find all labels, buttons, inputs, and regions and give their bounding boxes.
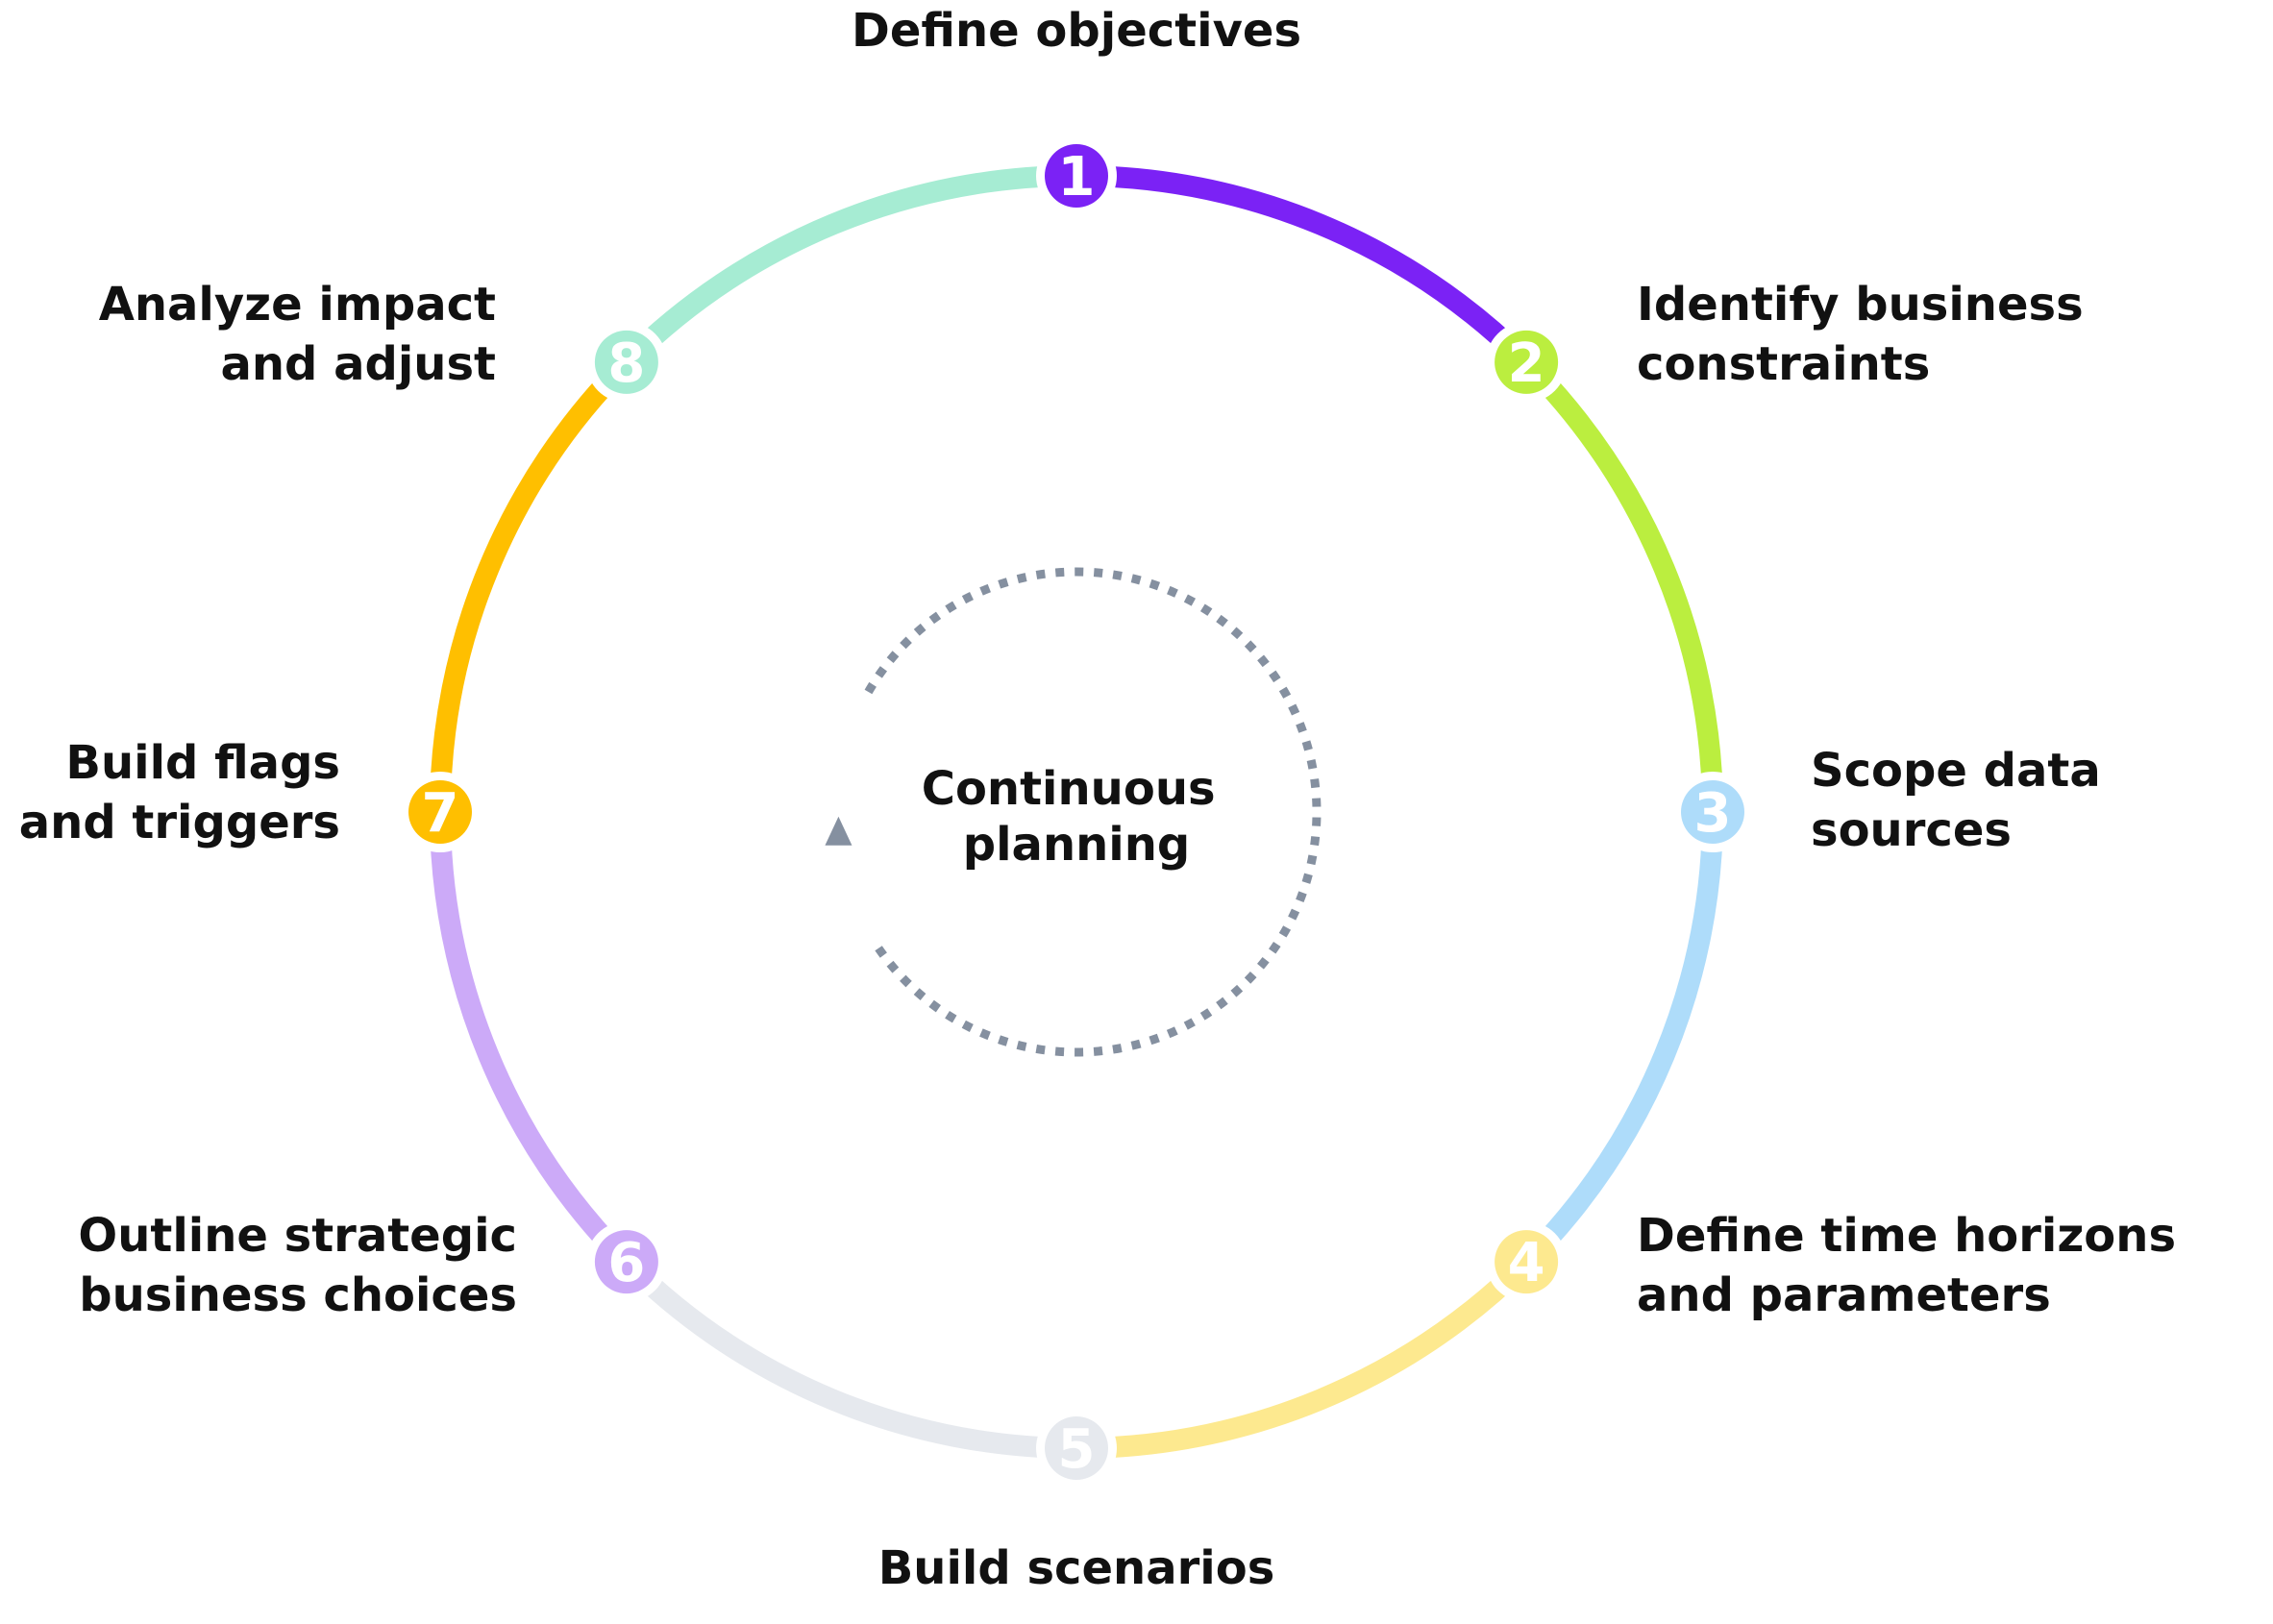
step-number: 2 — [1508, 332, 1545, 395]
cycle-arc-5 — [619, 1254, 1077, 1459]
step-number: 6 — [607, 1232, 645, 1294]
cycle-arc-8 — [619, 165, 1077, 370]
cycle-arc-3 — [1519, 811, 1723, 1269]
step-marker-circle — [408, 780, 472, 844]
step-marker-circle — [1045, 1416, 1108, 1480]
center-label-line-2: planning — [963, 818, 1191, 872]
step-marker-circle — [1045, 144, 1108, 208]
step-label-line: Build flags — [65, 736, 340, 790]
step-label-7: Build flags and triggers — [19, 736, 340, 849]
step-marker-6: 6 — [585, 1221, 667, 1303]
center-label-line-1: Continuous — [922, 762, 1216, 816]
step-label-line: constraints — [1637, 337, 1930, 391]
step-label-line: business choices — [79, 1268, 517, 1322]
cycle-dotted-arc — [864, 567, 1322, 1057]
step-label-line: sources — [1811, 803, 2012, 857]
step-label-line: Define time horizons — [1637, 1209, 2176, 1263]
step-marker-4: 4 — [1486, 1221, 1568, 1303]
step-marker-1: 1 — [1036, 135, 1117, 216]
step-number: 3 — [1694, 782, 1732, 845]
step-label-line: and triggers — [19, 796, 340, 849]
step-number: 1 — [1058, 146, 1096, 209]
step-marker-circle — [594, 330, 658, 394]
step-label-line: Identify business — [1637, 278, 2084, 332]
step-label-line: Outline strategic — [78, 1209, 517, 1263]
cycle-arrowhead-icon — [825, 816, 852, 846]
center-group: Continuous planning — [825, 567, 1322, 1057]
step-label-5: Build scenarios — [878, 1541, 1275, 1595]
step-marker-circle — [1495, 1230, 1559, 1294]
step-label-line: and adjust — [220, 337, 496, 391]
step-marker-3: 3 — [1672, 772, 1753, 852]
step-marker-circle — [594, 1230, 658, 1294]
step-label-line: and parameters — [1637, 1268, 2051, 1322]
step-label-line: Scope data — [1811, 744, 2101, 798]
step-number: 5 — [1058, 1418, 1096, 1481]
step-label-1: Define objectives — [852, 4, 1301, 58]
step-marker-7: 7 — [400, 772, 481, 852]
step-marker-circle — [1681, 780, 1744, 844]
cycle-arc-7 — [430, 355, 634, 813]
step-number: 4 — [1508, 1232, 1545, 1294]
cycle-arc-6 — [430, 811, 634, 1269]
step-label-line: Build scenarios — [878, 1541, 1275, 1595]
cycle-arc-2 — [1519, 355, 1723, 813]
step-marker-2: 2 — [1486, 321, 1568, 403]
step-number: 8 — [607, 332, 645, 395]
step-marker-8: 8 — [585, 321, 667, 403]
cycle-arc-4 — [1075, 1254, 1534, 1459]
cycle-arcs — [430, 165, 1723, 1459]
step-marker-circle — [1495, 330, 1559, 394]
step-label-line: Define objectives — [852, 4, 1301, 58]
step-label-line: Analyze impact — [99, 278, 496, 332]
step-number: 7 — [422, 782, 459, 845]
cycle-arc-1 — [1075, 165, 1534, 370]
step-markers: 1 2 3 4 5 6 7 8 — [400, 135, 1753, 1489]
step-marker-5: 5 — [1036, 1408, 1117, 1489]
center-label: Continuous planning — [922, 762, 1232, 872]
